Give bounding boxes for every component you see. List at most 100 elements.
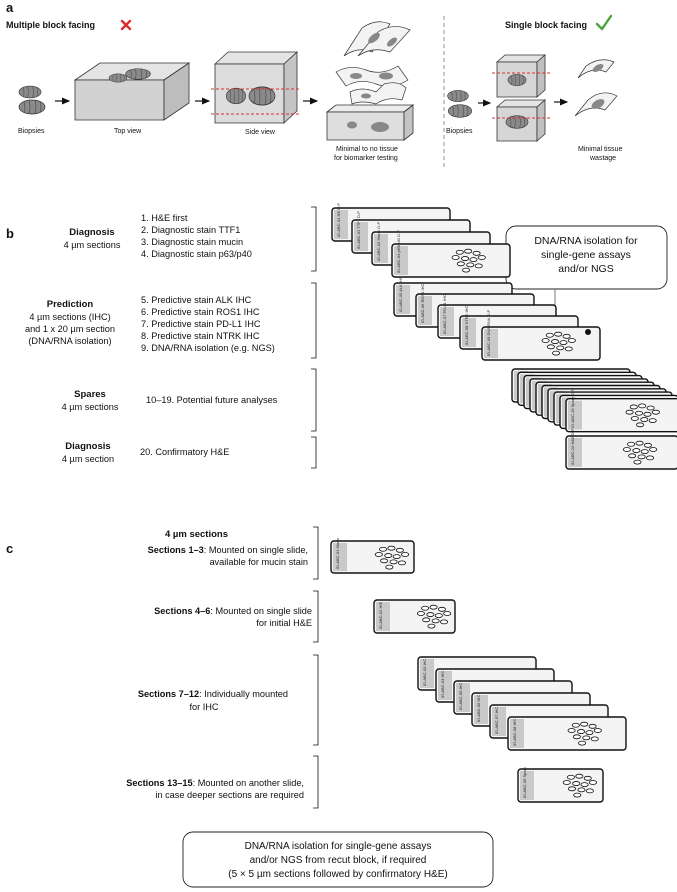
top-view-block xyxy=(73,62,191,121)
confirm-slide-20-label: ID-ABC-20 H&E D-P xyxy=(570,428,575,465)
diag-slide-1-label: ID-ABC-01 HE D-P xyxy=(336,203,341,237)
biopsies-label: Biopsies xyxy=(18,128,45,135)
spare-slide-c-label: ID-ABC-09 Spare xyxy=(522,766,527,798)
row2-bracket xyxy=(313,590,319,643)
group1-bracket xyxy=(311,206,317,272)
recut-line1: DNA/RNA isolation for single-gene assays xyxy=(245,841,432,852)
row2-text1: Sections 4–6: Mounted on single slide xyxy=(154,606,312,616)
ihc-slide-8-label: ID-ABC-08 IHC xyxy=(512,719,517,746)
ihc-slide-7-label: ID-ABC-07 IHC xyxy=(494,707,499,734)
row3-bracket xyxy=(313,654,319,746)
group1-title: Diagnosis xyxy=(69,227,114,238)
diag-slide-2-label: ID-ABC-02 TTF1 D-P xyxy=(356,211,361,249)
row1-bracket xyxy=(313,526,319,580)
ihc-slide-3-label: ID-ABC-03 IHC xyxy=(422,659,427,686)
spare-slide-19: ID-ABC-19 Spare D-P xyxy=(565,388,677,433)
group3-bracket xyxy=(311,368,317,432)
row2-text2: for initial H&E xyxy=(256,618,312,628)
group1-item4: 4. Diagnostic stain p63/p40 xyxy=(141,249,252,259)
callout-box: DNA/RNA isolation for single-gene assays… xyxy=(505,225,668,336)
wastage-label-1: Minimal tissue xyxy=(578,146,622,153)
side-view-block xyxy=(211,51,300,124)
group4-title: Diagnosis xyxy=(65,441,110,452)
group3-subtitle: 4 µm sections xyxy=(62,402,119,412)
group2-item5: 9. DNA/RNA isolation (e.g. NGS) xyxy=(141,343,275,353)
group2-title: Prediction xyxy=(47,299,94,310)
ihc-slide-6-label: ID-ABC-06 IHC xyxy=(476,695,481,722)
row1-text1: Sections 1–3: Mounted on single slide, xyxy=(148,545,308,555)
recut-line2: and/or NGS from recut block, if required xyxy=(250,855,427,866)
multiple-facing-title: Multiple block facing xyxy=(6,20,95,30)
biopsies-right-label: Biopsies xyxy=(446,128,473,135)
group2-item4: 8. Predictive stain NTRK IHC xyxy=(141,331,260,341)
callout-line1: DNA/RNA isolation for xyxy=(534,235,638,247)
diag-slide-3-label: ID-ABC-03 Mucin D-P xyxy=(376,222,381,261)
group2-item2: 6. Predictive stain ROS1 IHC xyxy=(141,307,260,317)
confirm-slide-20: ID-ABC-20 H&E D-P xyxy=(565,428,677,470)
ihc-slide-8: ID-ABC-08 IHC xyxy=(507,716,627,751)
pred-slide-9-label: ID-ABC-09 DNA/RNA D-P xyxy=(486,309,491,356)
biopsies-right-illustration xyxy=(447,90,473,118)
group4-item1: 20. Confirmatory H&E xyxy=(140,447,229,457)
group2-subtitle-3: (DNA/RNA isolation) xyxy=(28,336,111,346)
group1-item2: 2. Diagnostic stain TTF1 xyxy=(141,225,240,235)
group4-bracket xyxy=(311,436,317,469)
panel-c-letter: c xyxy=(6,541,13,556)
group1-item3: 3. Diagnostic stain mucin xyxy=(141,237,243,247)
minimal-tissue-label-1: Minimal to no tissue xyxy=(336,146,398,153)
group2-bracket xyxy=(311,282,317,359)
pred-slide-5-label: ID-ABC-05 ALK IHC xyxy=(398,276,403,312)
minimal-tissue-block xyxy=(325,104,415,141)
row4-text2: in case deeper sections are required xyxy=(155,790,304,800)
group3-title: Spares xyxy=(74,389,106,400)
he-slide: ID-ABC-02 H/E xyxy=(373,599,456,634)
wastage-label-2: wastage xyxy=(589,155,616,162)
ihc-slide-4-label: ID-ABC-04 IHC xyxy=(440,671,445,698)
minimal-tissue-label-2: for biomarker testing xyxy=(334,155,398,162)
group1-item1: 1. H&E first xyxy=(141,213,188,223)
pred-slide-7-label: ID-ABC-07 PD-L1 IHC xyxy=(442,294,447,334)
group3-item1: 10–19. Potential future analyses xyxy=(146,395,278,405)
panel-a-letter: a xyxy=(6,0,14,15)
he-slide-label: ID-ABC-02 H/E xyxy=(378,602,383,629)
row3-text1: Sections 7–12: Individually mounted xyxy=(138,689,288,699)
row4-text1: Sections 13–15: Mounted on another slide… xyxy=(126,778,304,788)
group2-subtitle-1: 4 µm sections (IHC) xyxy=(29,312,110,322)
wavy-sections-illustration xyxy=(335,21,411,105)
single-facing-title: Single block facing xyxy=(505,20,587,30)
mucin-slide: ID-ABC-01 Mucin xyxy=(330,538,415,574)
pred-slide-8-label: ID-ABC-08 NTRK IHC xyxy=(464,306,469,345)
panel-b-slides: ID-ABC-01 HE D-P ID-ABC-02 TTF1 D-P ID-ABC… xyxy=(331,203,677,470)
green-check-icon xyxy=(595,14,613,31)
group2-item1: 5. Predictive stain ALK IHC xyxy=(141,295,252,305)
ihc-slide-5-label: ID-ABC-05 IHC xyxy=(458,683,463,710)
pred-slide-9: ID-ABC-09 DNA/RNA D-P xyxy=(481,309,601,361)
pred-slide-6-label: ID-ABC-06 ROS1 IHC xyxy=(420,284,425,323)
callout-line2: single-gene assays xyxy=(541,249,631,261)
biopsies-illustration xyxy=(18,85,46,115)
group2-item3: 7. Predictive stain PD-L1 IHC xyxy=(141,319,261,329)
panel-b-letter: b xyxy=(6,226,14,241)
row3-text2: for IHC xyxy=(189,702,218,712)
cube-bottom xyxy=(492,99,552,142)
recut-line3: (5 × 5 µm sections followed by confirmat… xyxy=(228,869,447,880)
recut-block-box: DNA/RNA isolation for single-gene assays… xyxy=(182,831,494,888)
top-view-label: Top view xyxy=(114,128,142,135)
red-cross-icon xyxy=(120,19,132,31)
spare-slide-19-label: ID-ABC-19 Spare D-P xyxy=(570,388,575,427)
group4-subtitle: 4 µm section xyxy=(62,454,114,464)
panel-c-heading: 4 µm sections xyxy=(165,529,228,540)
row1-text2: available for mucin stain xyxy=(209,557,308,567)
single-section-illustration xyxy=(574,59,618,117)
callout-line3: and/or NGS xyxy=(558,263,613,275)
cube-top xyxy=(492,54,552,98)
row4-bracket xyxy=(313,755,319,809)
mucin-slide-label: ID-ABC-01 Mucin xyxy=(335,538,340,569)
group1-subtitle: 4 µm sections xyxy=(64,240,121,250)
group2-subtitle-2: and 1 x 20 µm section xyxy=(25,324,115,334)
diag-slide-4-label: ID-ABC-04 p63/p40 D-P xyxy=(396,230,401,273)
side-view-label: Side view xyxy=(245,129,276,136)
diag-slide-4: ID-ABC-04 p63/p40 D-P xyxy=(391,230,511,278)
